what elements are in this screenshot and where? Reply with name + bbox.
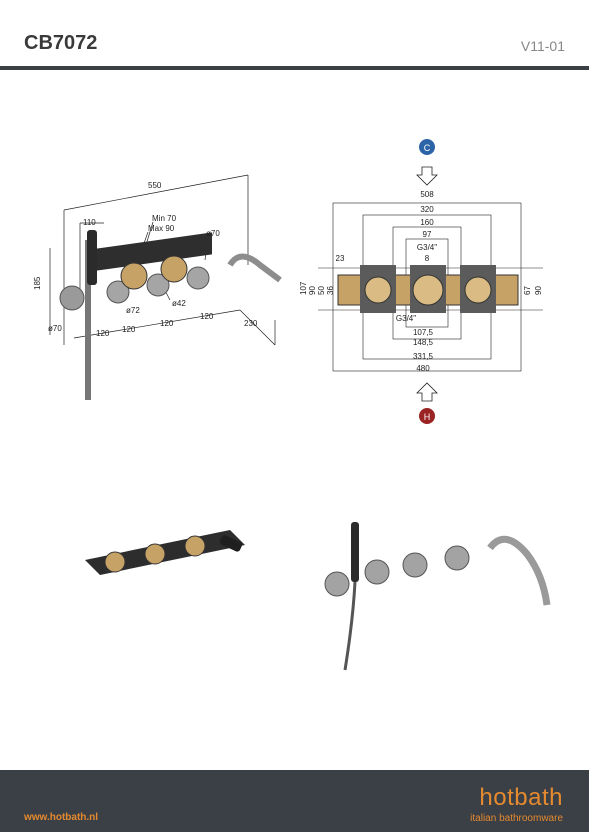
- dim-d72: ø72: [126, 306, 140, 315]
- dim-g34-top: G3/4": [417, 243, 437, 252]
- cold-label: C: [424, 143, 431, 153]
- dim-110: 110: [83, 218, 96, 227]
- dim-d70b: ø70: [48, 324, 62, 333]
- concealed-body-render: [85, 530, 245, 575]
- dim-50: 50: [317, 286, 326, 295]
- dim-480: 480: [416, 364, 430, 373]
- cold-marker: [419, 139, 435, 155]
- dim-min: Min 70: [152, 214, 177, 223]
- hot-arrow-icon: [416, 382, 438, 402]
- dim-120c: 120: [160, 319, 174, 328]
- version-label: V11-01: [520, 38, 565, 54]
- cold-arrow-icon: [416, 166, 438, 186]
- dim-120d: 120: [200, 312, 214, 321]
- hot-marker: [419, 408, 435, 424]
- dim-331-5: 331,5: [413, 352, 434, 361]
- dim-23: 23: [336, 254, 345, 263]
- product-code: CB7072: [24, 32, 98, 54]
- brand-tagline: italian bathroomware: [470, 813, 563, 824]
- dim-90a: 90: [308, 286, 317, 295]
- dim-550: 550: [148, 181, 162, 190]
- dim-107-5: 107,5: [413, 328, 434, 337]
- dim-67: 67: [523, 286, 532, 295]
- dim-36: 36: [326, 286, 335, 295]
- dim-d42: ø42: [172, 299, 186, 308]
- dim-160: 160: [420, 218, 434, 227]
- dim-8: 8: [425, 254, 430, 263]
- dim-max: Max 90: [148, 224, 175, 233]
- dim-d70a: ø70: [206, 229, 220, 238]
- dim-148-5: 148,5: [413, 338, 434, 347]
- dim-97: 97: [423, 230, 432, 239]
- finish-set-render: [324, 522, 551, 671]
- dim-120a: 120: [96, 329, 110, 338]
- dim-320: 320: [420, 205, 434, 214]
- front-dimension-drawing: 550 110 Min 70 Max 90 ø70 185 ø70 ø72 ø4…: [33, 174, 282, 400]
- page-header: CB7072 V11-01: [0, 0, 589, 70]
- plan-dimension-drawing: C 508 320 160 97 G3/4" 8 23 107 90 50 36…: [299, 139, 543, 424]
- dim-107: 107: [299, 281, 308, 295]
- header-rule: [0, 66, 589, 70]
- brand-logo: hotbath: [479, 784, 563, 811]
- dim-120b: 120: [122, 325, 136, 334]
- hot-label: H: [424, 412, 431, 422]
- dim-185: 185: [33, 276, 42, 290]
- dim-508: 508: [420, 190, 434, 199]
- page-footer: www.hotbath.nl hotbath italian bathroomw…: [0, 770, 589, 832]
- dim-g34-bottom: G3/4": [396, 314, 416, 323]
- footer-url[interactable]: www.hotbath.nl: [24, 812, 99, 823]
- dim-230: 230: [244, 319, 258, 328]
- dim-90b: 90: [534, 286, 543, 295]
